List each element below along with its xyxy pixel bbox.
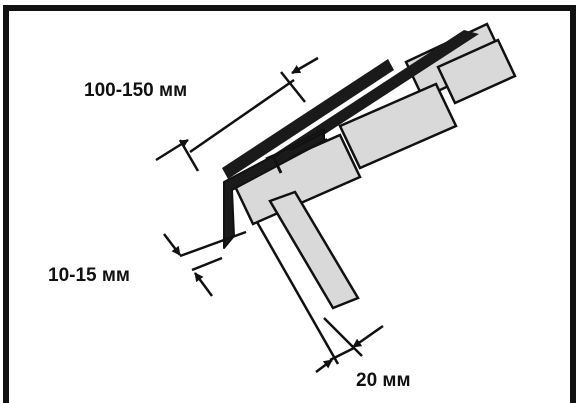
dimension-drip-gap-label: 10-15 мм (48, 265, 130, 286)
upper-flashing (222, 59, 394, 179)
nail-icon (265, 151, 283, 174)
dimension-overlap-label: 100-150 мм (84, 80, 187, 101)
diagram-frame (3, 5, 576, 403)
fascia-board (268, 190, 360, 310)
dimension-fascia-gap-label: 20 мм (356, 370, 411, 391)
dimension-overlap (155, 56, 319, 172)
flashing-fold-lines (289, 130, 328, 159)
dimension-drip-gap (163, 230, 247, 297)
dimension-fascia-gap (255, 221, 384, 373)
lower-tile-row (231, 82, 458, 226)
